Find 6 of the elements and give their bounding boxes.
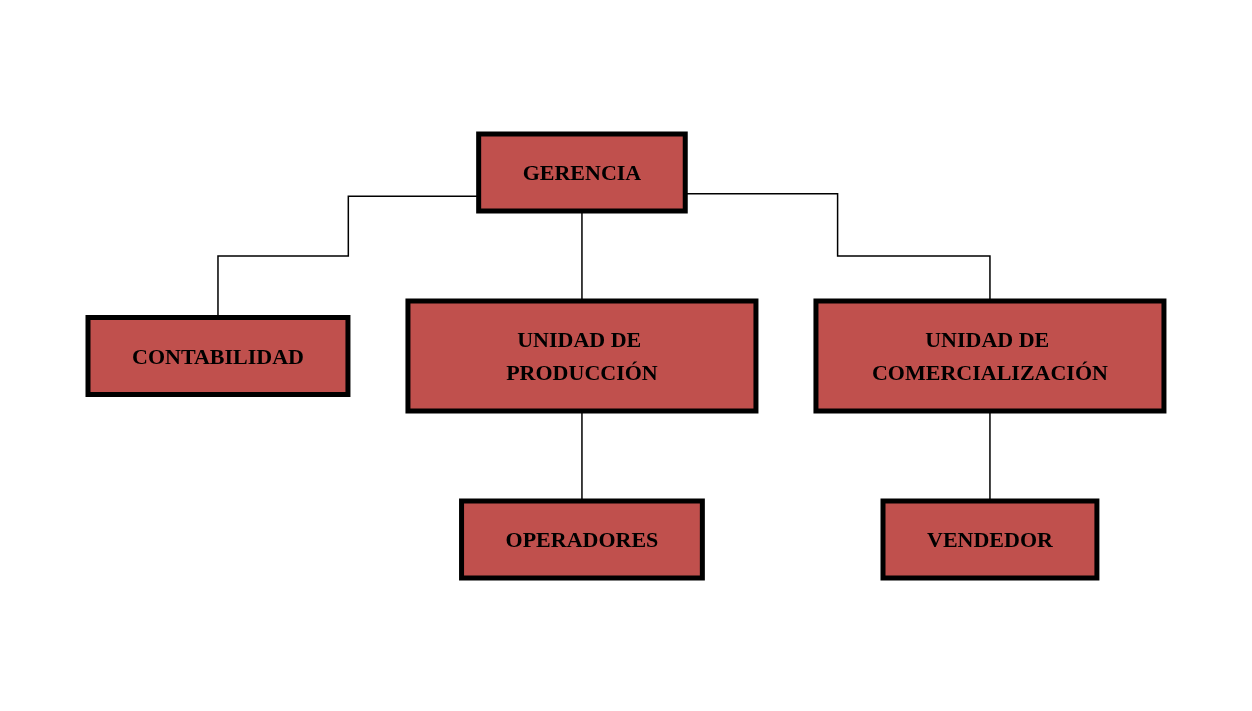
node-box: OPERADORES (459, 498, 705, 580)
node-box: GERENCIA (476, 131, 688, 213)
node-box: CONTABILIDAD (85, 314, 351, 397)
node-box: UNIDAD DE PRODUCCIÓN (405, 298, 759, 413)
node-box: UNIDAD DE COMERCIALIZACIÓN (813, 298, 1167, 413)
node-box: VENDEDOR (880, 498, 1100, 580)
